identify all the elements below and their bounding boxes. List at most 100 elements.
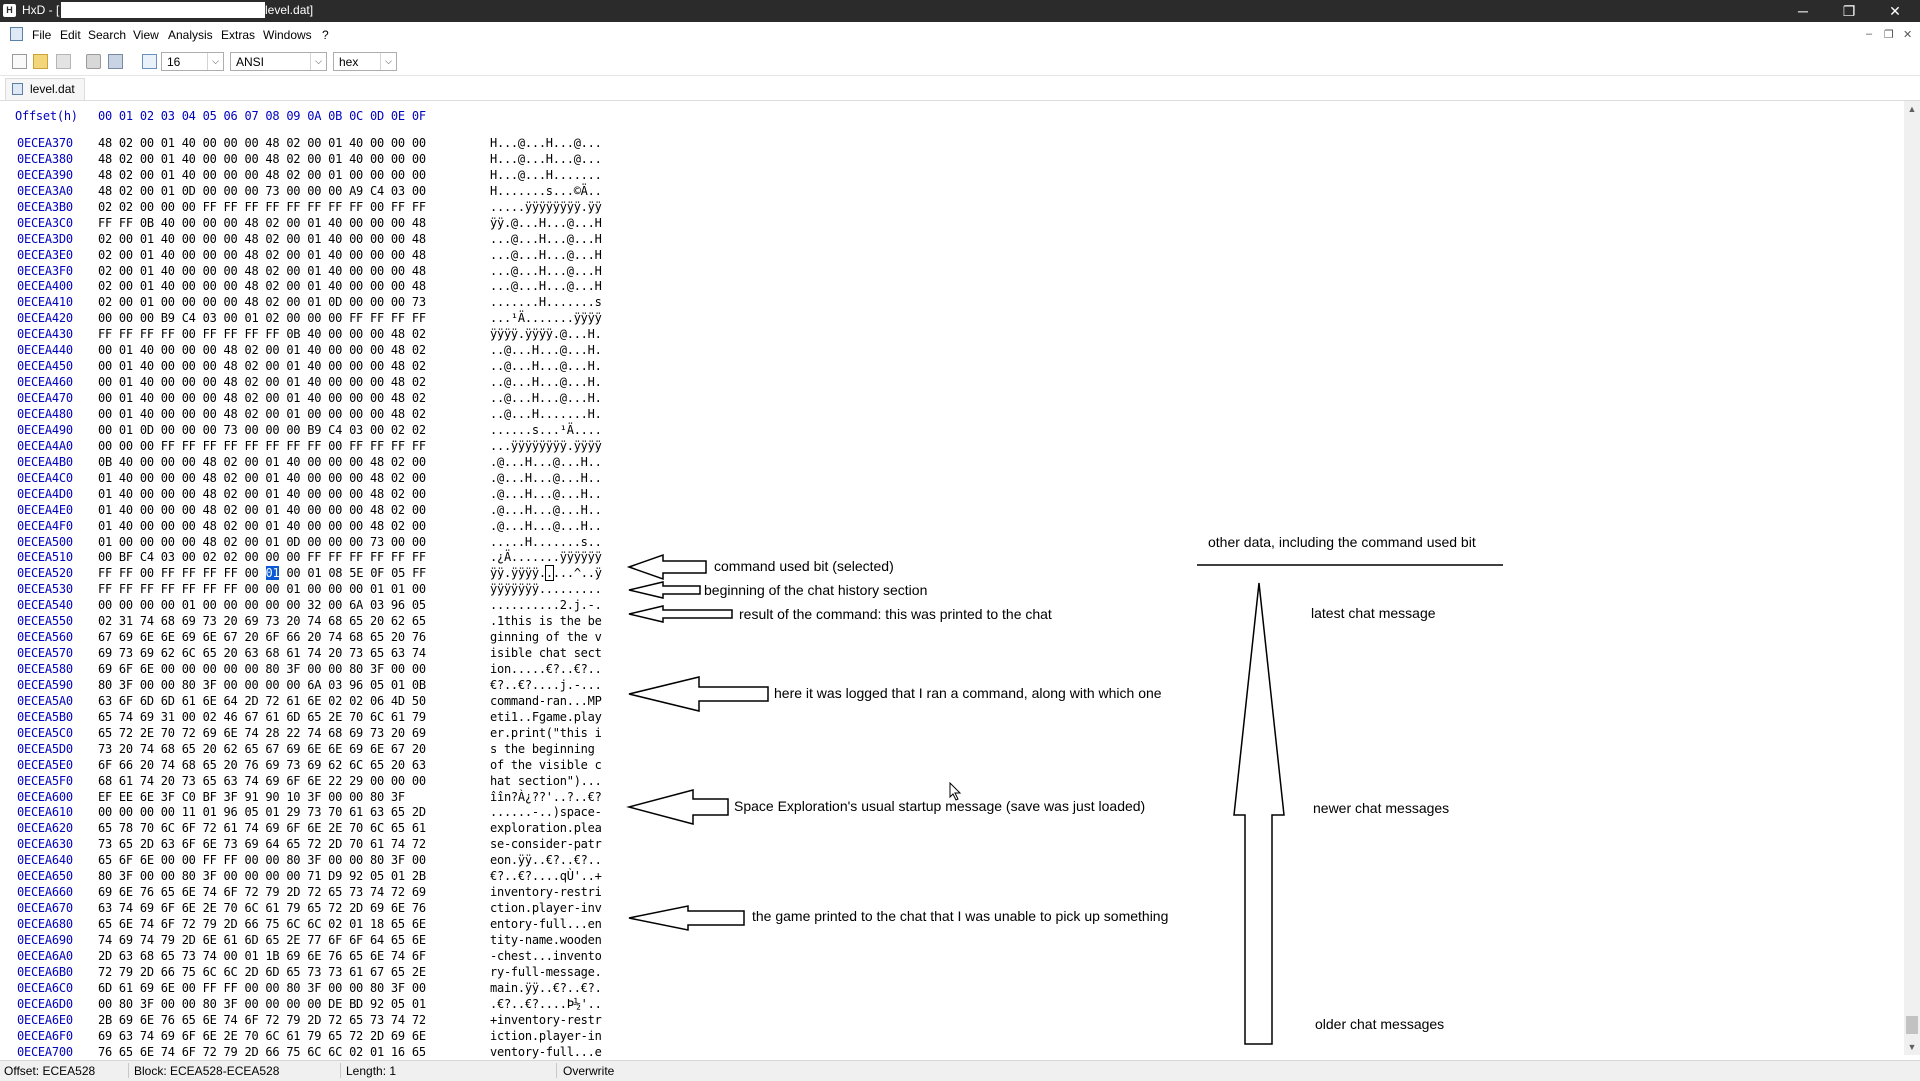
hex-byte[interactable]: 00: [244, 566, 259, 581]
row-ascii[interactable]: ......-..)space-: [490, 805, 602, 820]
row-ascii[interactable]: ..@...H...@...H.: [490, 375, 602, 390]
hex-byte[interactable]: FF: [98, 566, 112, 581]
row-hex-bytes[interactable]: 67 69 6E 6E 69 6E 67 20 6F 66 20 74 68 6…: [98, 630, 426, 645]
ascii-char[interactable]: ^: [573, 566, 581, 581]
row-hex-bytes[interactable]: 65 6F 6E 00 00 FF FF 00 00 80 3F 00 00 8…: [98, 853, 426, 868]
ascii-char[interactable]: .: [552, 566, 560, 581]
row-ascii[interactable]: tity-name.wooden: [490, 933, 602, 947]
row-ascii[interactable]: main.ÿÿ..€?..€?.: [490, 980, 602, 995]
row-ascii[interactable]: .......H.......s: [490, 295, 602, 310]
menu-edit[interactable]: Edit: [60, 28, 81, 42]
row-ascii[interactable]: ......s...¹Ä....: [490, 422, 602, 437]
row-hex-bytes[interactable]: 02 02 00 00 00 FF FF FF FF FF FF FF FF 0…: [98, 199, 426, 214]
ascii-char[interactable]: .: [503, 566, 511, 581]
row-ascii[interactable]: H.......s...©Ä..: [490, 183, 602, 198]
row-ascii[interactable]: .....ÿÿÿÿÿÿÿÿ.ÿÿ: [490, 199, 602, 214]
row-ascii[interactable]: ..@...H...@...H.: [490, 343, 602, 358]
row-ascii[interactable]: .@...H...@...H..: [490, 518, 602, 533]
row-ascii[interactable]: H...@...H.......: [490, 167, 602, 182]
row-hex-bytes[interactable]: 48 02 00 01 40 00 00 00 48 02 00 01 40 0…: [98, 136, 426, 150]
row-hex-bytes[interactable]: 65 72 2E 70 72 69 6E 74 28 22 74 68 69 7…: [98, 725, 426, 740]
row-ascii[interactable]: .@...H...@...H..: [490, 486, 602, 501]
hex-byte[interactable]: 00: [139, 566, 154, 581]
status-edit-mode[interactable]: Overwrite: [563, 1064, 615, 1078]
ascii-char[interactable]: ÿ: [531, 566, 539, 581]
row-hex-bytes[interactable]: 01 40 00 00 00 48 02 00 01 40 00 00 00 4…: [98, 518, 426, 533]
row-hex-bytes[interactable]: 00 01 40 00 00 00 48 02 00 01 40 00 00 0…: [98, 391, 426, 406]
row-ascii[interactable]: .¿Ä.......ÿÿÿÿÿÿ: [490, 550, 602, 565]
row-ascii[interactable]: inventory-restri: [490, 885, 602, 900]
hex-byte[interactable]: FF: [412, 566, 427, 581]
row-ascii[interactable]: ÿÿÿÿ.ÿÿÿÿ.@...H.: [490, 327, 602, 342]
bytes-per-row-select[interactable]: 16 ⌵: [161, 52, 224, 71]
print-icon[interactable]: [86, 54, 101, 69]
menu-analysis[interactable]: Analysis: [168, 28, 213, 42]
row-hex-bytes[interactable]: 02 00 01 40 00 00 00 48 02 00 01 40 00 0…: [98, 247, 426, 262]
menu-extras[interactable]: Extras: [221, 28, 256, 42]
hex-editor[interactable]: Offset(h) 00 01 02 03 04 05 06 07 08 09 …: [0, 101, 1904, 1059]
row-ascii[interactable]: ..@...H...@...H.: [490, 391, 602, 406]
row-ascii[interactable]: .1this is the be: [490, 614, 602, 629]
row-hex-bytes[interactable]: 69 63 74 69 6F 6E 2E 70 6C 61 79 65 72 2…: [98, 1028, 426, 1043]
row-hex-bytes[interactable]: 00 00 00 FF FF FF FF FF FF FF FF 00 FF F…: [98, 438, 426, 453]
row-hex-bytes[interactable]: 00 01 40 00 00 00 48 02 00 01 40 00 00 0…: [98, 359, 426, 374]
row-hex-bytes[interactable]: 01 40 00 00 00 48 02 00 01 40 00 00 00 4…: [98, 470, 426, 485]
hex-byte[interactable]: 00: [286, 566, 301, 581]
row-ascii[interactable]: ...@...H...@...H: [490, 279, 602, 294]
row-hex-bytes[interactable]: 68 61 74 20 73 65 63 74 69 6F 6E 22 29 0…: [98, 773, 426, 788]
row-ascii[interactable]: €?..€?....j.-...: [490, 677, 602, 692]
row-hex-bytes[interactable]: FF FF FF FF 00 FF FF FF FF 0B 40 00 00 0…: [98, 327, 426, 342]
row-ascii[interactable]: ...ÿÿÿÿÿÿÿÿ.ÿÿÿÿ: [490, 438, 602, 453]
selected-char[interactable]: .: [544, 565, 554, 582]
minimize-window-button[interactable]: ─: [1798, 3, 1808, 19]
row-hex-bytes[interactable]: EF EE 6E 3F C0 BF 3F 91 90 10 3F 00 00 8…: [98, 789, 405, 804]
ascii-char[interactable]: .: [559, 566, 567, 581]
row-ascii[interactable]: ÿÿ.ÿÿÿÿ.....^..ÿ: [490, 565, 602, 582]
ascii-char[interactable]: .: [538, 566, 546, 581]
row-hex-bytes[interactable]: 80 3F 00 00 80 3F 00 00 00 00 71 D9 92 0…: [98, 869, 426, 884]
new-file-icon[interactable]: [12, 54, 27, 69]
close-window-button[interactable]: ✕: [1889, 3, 1901, 19]
row-hex-bytes[interactable]: 00 00 00 B9 C4 03 00 01 02 00 00 00 FF F…: [98, 311, 426, 326]
row-hex-bytes[interactable]: FF FF 0B 40 00 00 00 48 02 00 01 40 00 0…: [98, 215, 426, 230]
menu-help[interactable]: ?: [322, 28, 329, 42]
row-hex-bytes[interactable]: 72 79 2D 66 75 6C 6C 2D 6D 65 73 73 61 6…: [98, 964, 426, 979]
menu-view[interactable]: View: [133, 28, 159, 42]
page-setup-icon[interactable]: [108, 54, 123, 69]
row-ascii[interactable]: entory-full...en: [490, 917, 602, 932]
row-ascii[interactable]: command-ran...MP: [490, 693, 602, 708]
scroll-thumb[interactable]: [1906, 1016, 1918, 1034]
row-hex-bytes[interactable]: 2B 69 6E 76 65 6E 74 6F 72 79 2D 72 65 7…: [98, 1012, 426, 1027]
row-hex-bytes[interactable]: 00 00 00 00 11 01 96 05 01 29 73 70 61 6…: [98, 805, 426, 820]
selected-byte[interactable]: 01: [265, 566, 280, 581]
row-hex-bytes[interactable]: 80 3F 00 00 80 3F 00 00 00 00 6A 03 96 0…: [98, 677, 426, 692]
row-ascii[interactable]: s the beginning: [490, 741, 602, 756]
mdi-close-button[interactable]: ✕: [1903, 29, 1913, 41]
row-ascii[interactable]: hat section")...: [490, 773, 602, 788]
